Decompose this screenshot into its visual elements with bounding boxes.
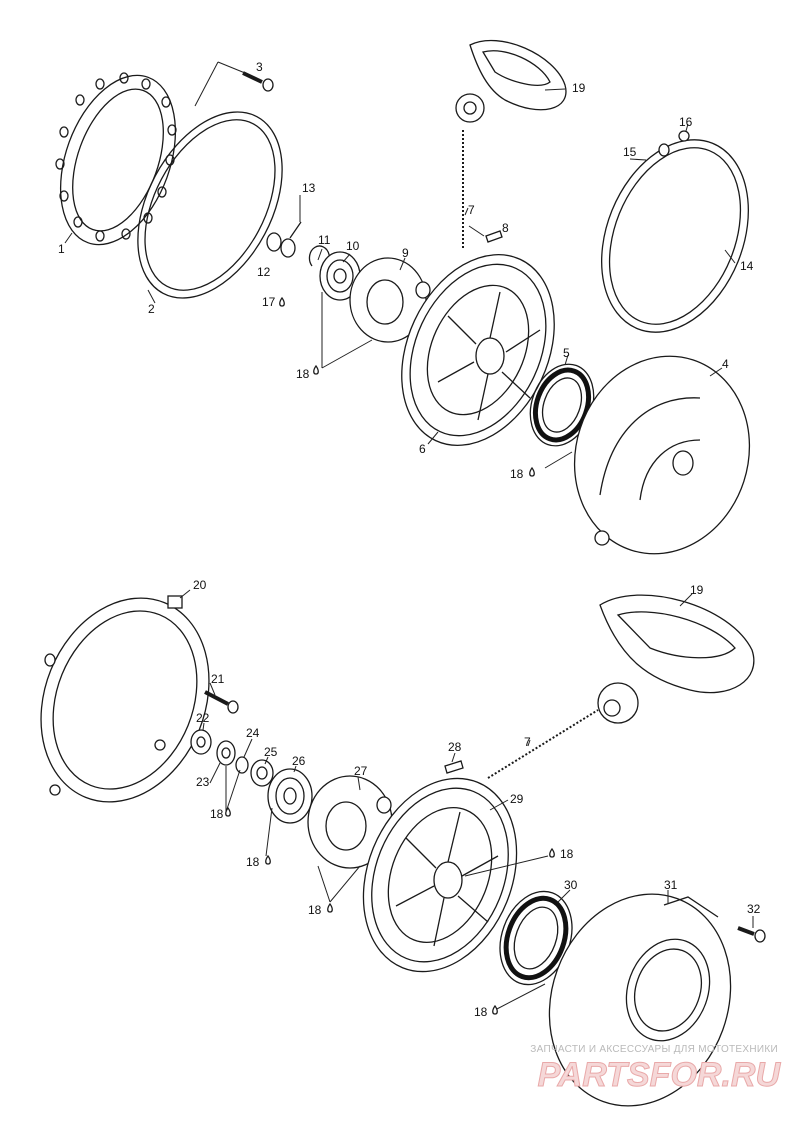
grease-drop-icon [529, 466, 535, 477]
callout-label: 7 [524, 735, 531, 749]
part-2-outer-ring [137, 111, 283, 299]
callout-label: 18 [474, 1005, 488, 1019]
callout-label: 18 [296, 367, 310, 381]
callout-label: 19 [690, 583, 704, 597]
bottom-assembly: 19 20 21 22 23 24 25 26 27 28 7 29 30 31… [40, 578, 766, 1107]
part-29-pulley [362, 777, 518, 973]
part-31-cover [548, 893, 732, 1107]
part-26-spring-cassette [267, 768, 313, 824]
callout-label: 18 [246, 855, 260, 869]
part-8-pawl [485, 230, 503, 243]
callout-label: 29 [510, 792, 524, 806]
callout-label: 2 [148, 302, 155, 316]
grease-drop-icon [265, 854, 271, 865]
callout-label: 24 [246, 726, 260, 740]
callout-label: 6 [419, 442, 426, 456]
callout-label: 16 [679, 115, 693, 129]
grease-drop-icon [225, 806, 231, 817]
top-leader-lines [64, 61, 736, 469]
part-4-cover [573, 355, 751, 555]
callout-label: 19 [572, 81, 586, 95]
part-12-13-washers [266, 221, 302, 258]
callout-label: 30 [564, 878, 578, 892]
grease-drop-icon [492, 1004, 498, 1015]
top-callout-labels: 1 2 3 4 5 6 7 8 9 10 11 12 13 14 15 16 1… [58, 60, 754, 481]
part-19-handle-top [455, 40, 567, 123]
part-28-pawl [444, 760, 464, 774]
callout-label: 31 [664, 878, 678, 892]
callout-label: 28 [448, 740, 462, 754]
callout-label: 1 [58, 242, 65, 256]
callout-label: 18 [510, 467, 524, 481]
callout-label: 27 [354, 764, 368, 778]
callout-label: 18 [308, 903, 322, 917]
watermark-tagline: ЗАПЧАСТИ И АКСЕССУАРЫ ДЛЯ МОТОТЕХНИКИ [530, 1044, 778, 1055]
bottom-callout-labels: 19 20 21 22 23 24 25 26 27 28 7 29 30 31… [193, 578, 761, 1019]
callout-label: 17 [262, 295, 276, 309]
callout-label: 12 [257, 265, 271, 279]
callout-label: 21 [211, 672, 225, 686]
part-22-25-washers [190, 729, 274, 787]
callout-label: 18 [560, 847, 574, 861]
callout-label: 23 [196, 775, 210, 789]
part-32-bolt [737, 926, 766, 943]
callout-label: 25 [264, 745, 278, 759]
callout-label: 32 [747, 902, 761, 916]
callout-label: 11 [318, 233, 331, 247]
part-21-screw [204, 690, 239, 714]
callout-label: 3 [256, 60, 263, 74]
callout-label: 26 [292, 754, 306, 768]
callout-label: 10 [346, 239, 360, 253]
part-6-pulley [401, 254, 555, 446]
part-10-spring-cassette [319, 251, 361, 301]
bottom-grease-drops [225, 806, 555, 1015]
grease-drop-icon [313, 364, 319, 375]
top-assembly: 1 2 3 4 5 6 7 8 9 10 11 12 13 14 15 16 1… [55, 40, 754, 555]
part-3-screw [242, 71, 274, 92]
part-7-rope-bottom [487, 709, 599, 779]
watermark: ЗАПЧАСТИ И АКСЕССУАРЫ ДЛЯ МОТОТЕХНИКИ PA… [530, 1044, 782, 1095]
top-grease-drops [279, 296, 535, 477]
part-14-clamp-band [601, 130, 749, 333]
callout-label: 5 [563, 346, 570, 360]
callout-label: 20 [193, 578, 207, 592]
part-30-spring [499, 890, 573, 986]
watermark-logo: PARTSFOR.RU [538, 1056, 782, 1094]
callout-label: 7 [468, 203, 475, 217]
part-9-pawl-holder [349, 257, 431, 343]
grease-drop-icon [327, 902, 333, 913]
grease-drop-icon [279, 296, 285, 307]
bottom-leader-lines [179, 589, 754, 1011]
callout-label: 18 [210, 807, 224, 821]
grease-drop-icon [549, 847, 555, 858]
callout-label: 22 [196, 711, 210, 725]
part-19-handle-bottom [597, 594, 755, 724]
callout-label: 15 [623, 145, 637, 159]
callout-label: 4 [722, 357, 729, 371]
callout-label: 14 [740, 259, 754, 273]
part-20-housing-frame [40, 595, 210, 803]
callout-label: 8 [502, 221, 509, 235]
callout-label: 9 [402, 246, 409, 260]
callout-label: 13 [302, 181, 316, 195]
